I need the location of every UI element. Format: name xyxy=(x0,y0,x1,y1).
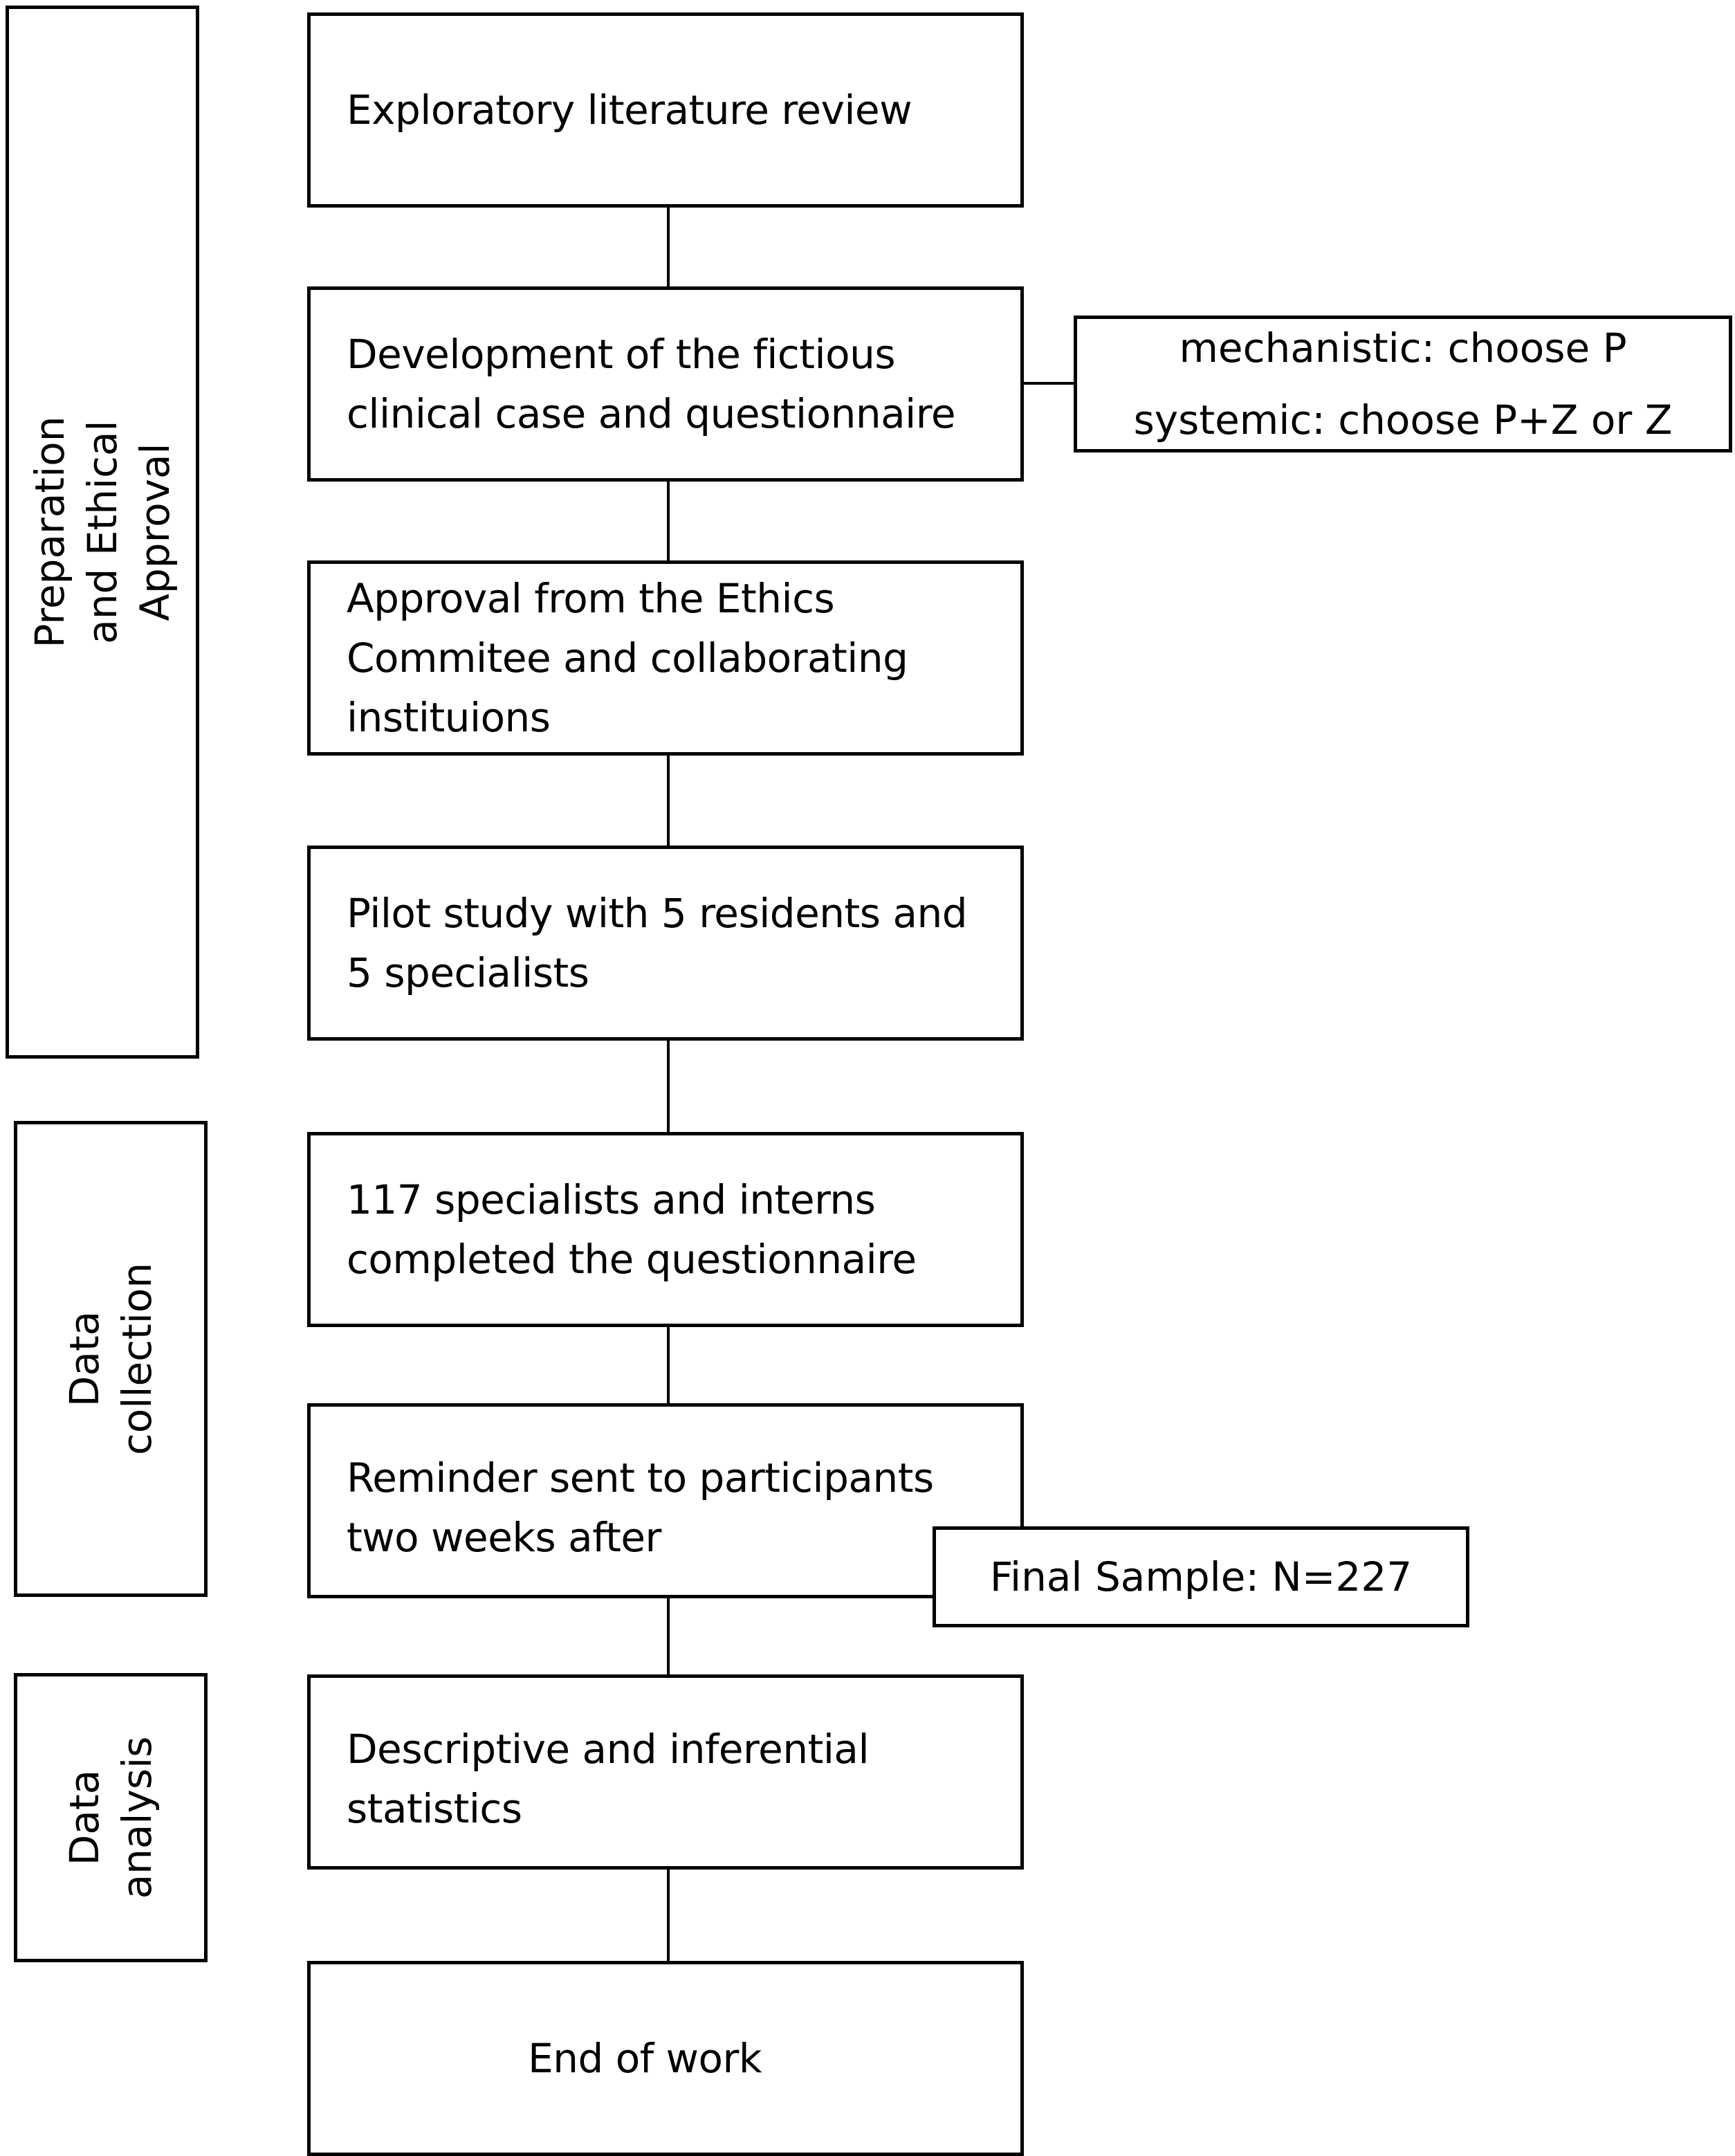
phase-data-analysis: Data analysis xyxy=(14,1673,208,1962)
phase-data-collection-label: Data collection xyxy=(61,1262,160,1456)
connector-2 xyxy=(667,480,670,560)
step-end-of-work: End of work xyxy=(307,1961,1024,2156)
connector-7 xyxy=(667,1868,670,1961)
connector-side-note xyxy=(1024,382,1076,385)
phase-data-collection: Data collection xyxy=(14,1121,208,1597)
step-literature-review-text: Exploratory literature review xyxy=(347,86,912,134)
note-systemic-text: systemic: choose P+Z or Z xyxy=(1133,396,1673,444)
note-mechanistic-text: mechanistic: choose P xyxy=(1179,325,1627,372)
step-questionnaire-completed-text: 117 specialists and interns completed th… xyxy=(347,1176,917,1283)
step-pilot-study: Pilot study with 5 residents and 5 speci… xyxy=(307,846,1024,1041)
connector-3 xyxy=(667,754,670,846)
phase-preparation: Preparation and Ethical Approval xyxy=(6,6,199,1059)
phase-data-analysis-label: Data analysis xyxy=(61,1736,160,1899)
connector-4 xyxy=(667,1039,670,1132)
note-final-sample: Final Sample: N=227 xyxy=(933,1526,1469,1627)
step-pilot-study-text: Pilot study with 5 residents and 5 speci… xyxy=(347,890,968,996)
step-literature-review: Exploratory literature review xyxy=(307,12,1024,208)
step-statistics: Descriptive and inferential statistics xyxy=(307,1674,1024,1870)
phase-preparation-label: Preparation and Ethical Approval xyxy=(26,416,178,648)
step-ethics-approval-text: Approval from the Ethics Commitee and co… xyxy=(347,575,908,741)
step-ethics-approval: Approval from the Ethics Commitee and co… xyxy=(307,560,1024,756)
note-choice-options: mechanistic: choose P systemic: choose P… xyxy=(1074,316,1732,453)
step-statistics-text: Descriptive and inferential statistics xyxy=(347,1726,870,1832)
step-development: Development of the fictious clinical cas… xyxy=(307,286,1024,482)
step-questionnaire-completed: 117 specialists and interns completed th… xyxy=(307,1132,1024,1327)
step-reminder: Reminder sent to participants two weeks … xyxy=(307,1403,1024,1598)
note-final-sample-text: Final Sample: N=227 xyxy=(989,1553,1413,1600)
connector-1 xyxy=(667,206,670,286)
step-end-of-work-text: End of work xyxy=(528,2035,762,2082)
connector-5 xyxy=(667,1326,670,1403)
step-development-text: Development of the fictious clinical cas… xyxy=(347,331,956,437)
connector-6 xyxy=(667,1597,670,1674)
step-reminder-text: Reminder sent to participants two weeks … xyxy=(347,1454,934,1561)
